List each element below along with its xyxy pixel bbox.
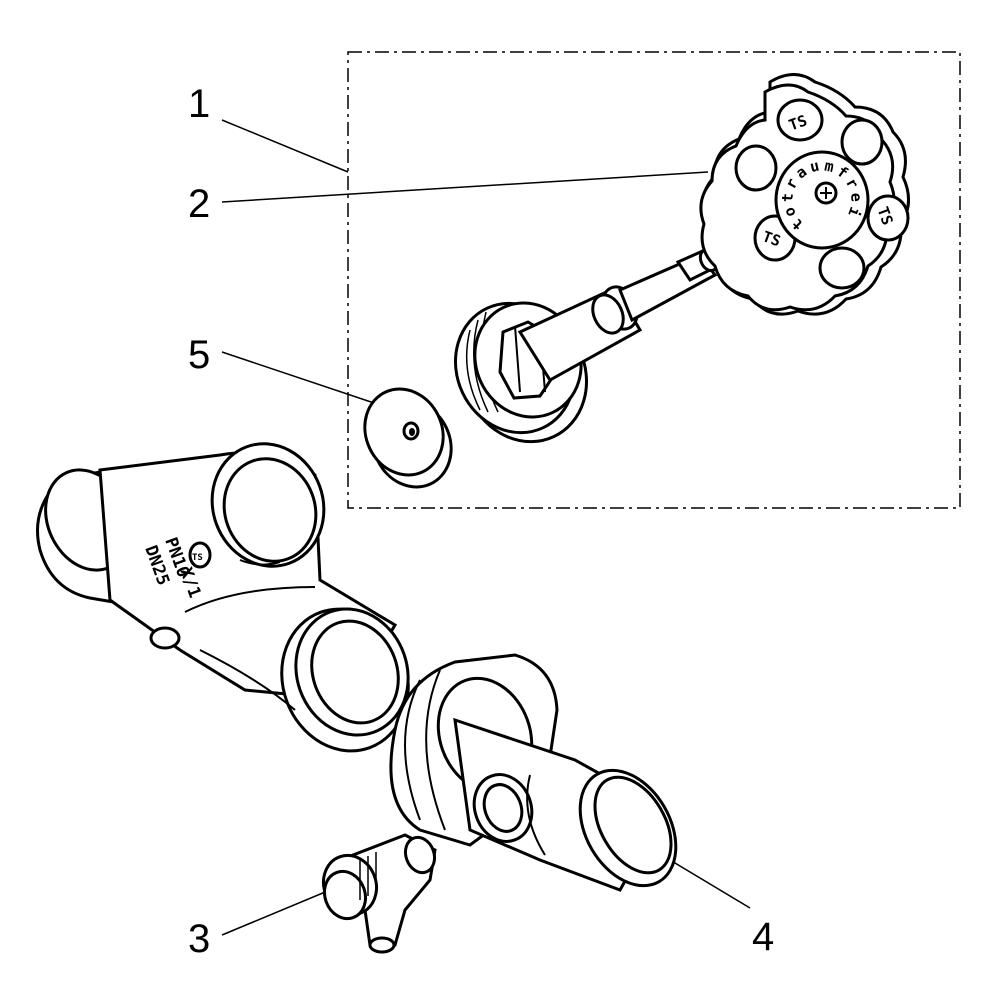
callout-number-1: 1 xyxy=(188,82,210,126)
callout-number-2: 2 xyxy=(188,182,210,226)
leader-line-1 xyxy=(221,119,349,173)
callout-number-3: 3 xyxy=(188,917,210,961)
handwheel-logo-2: TS xyxy=(874,204,897,227)
handwheel-rim-letter: e xyxy=(847,192,866,202)
callout-number-5: 5 xyxy=(188,333,210,377)
handwheel-logo-3: TS xyxy=(760,227,783,250)
handwheel-rim-letter: t xyxy=(778,192,797,202)
leader-line-2 xyxy=(221,171,709,203)
drain-valve xyxy=(322,833,437,954)
handwheel-rim-letter: u xyxy=(808,157,821,177)
callout-number-4: 4 xyxy=(752,915,774,959)
valve-body: PN10 DN25 X/1 TS xyxy=(36,442,410,753)
spindle-bonnet xyxy=(453,247,721,444)
leader-line-5 xyxy=(221,351,381,406)
assembly-boundary xyxy=(347,51,961,509)
union-connector xyxy=(389,653,678,892)
valve-disc xyxy=(363,387,453,489)
leader-line-3 xyxy=(221,889,331,936)
handwheel-logo-1: TS xyxy=(786,111,809,134)
body-logo: TS xyxy=(192,553,203,563)
handwheel-rim-letter: m xyxy=(823,157,836,176)
